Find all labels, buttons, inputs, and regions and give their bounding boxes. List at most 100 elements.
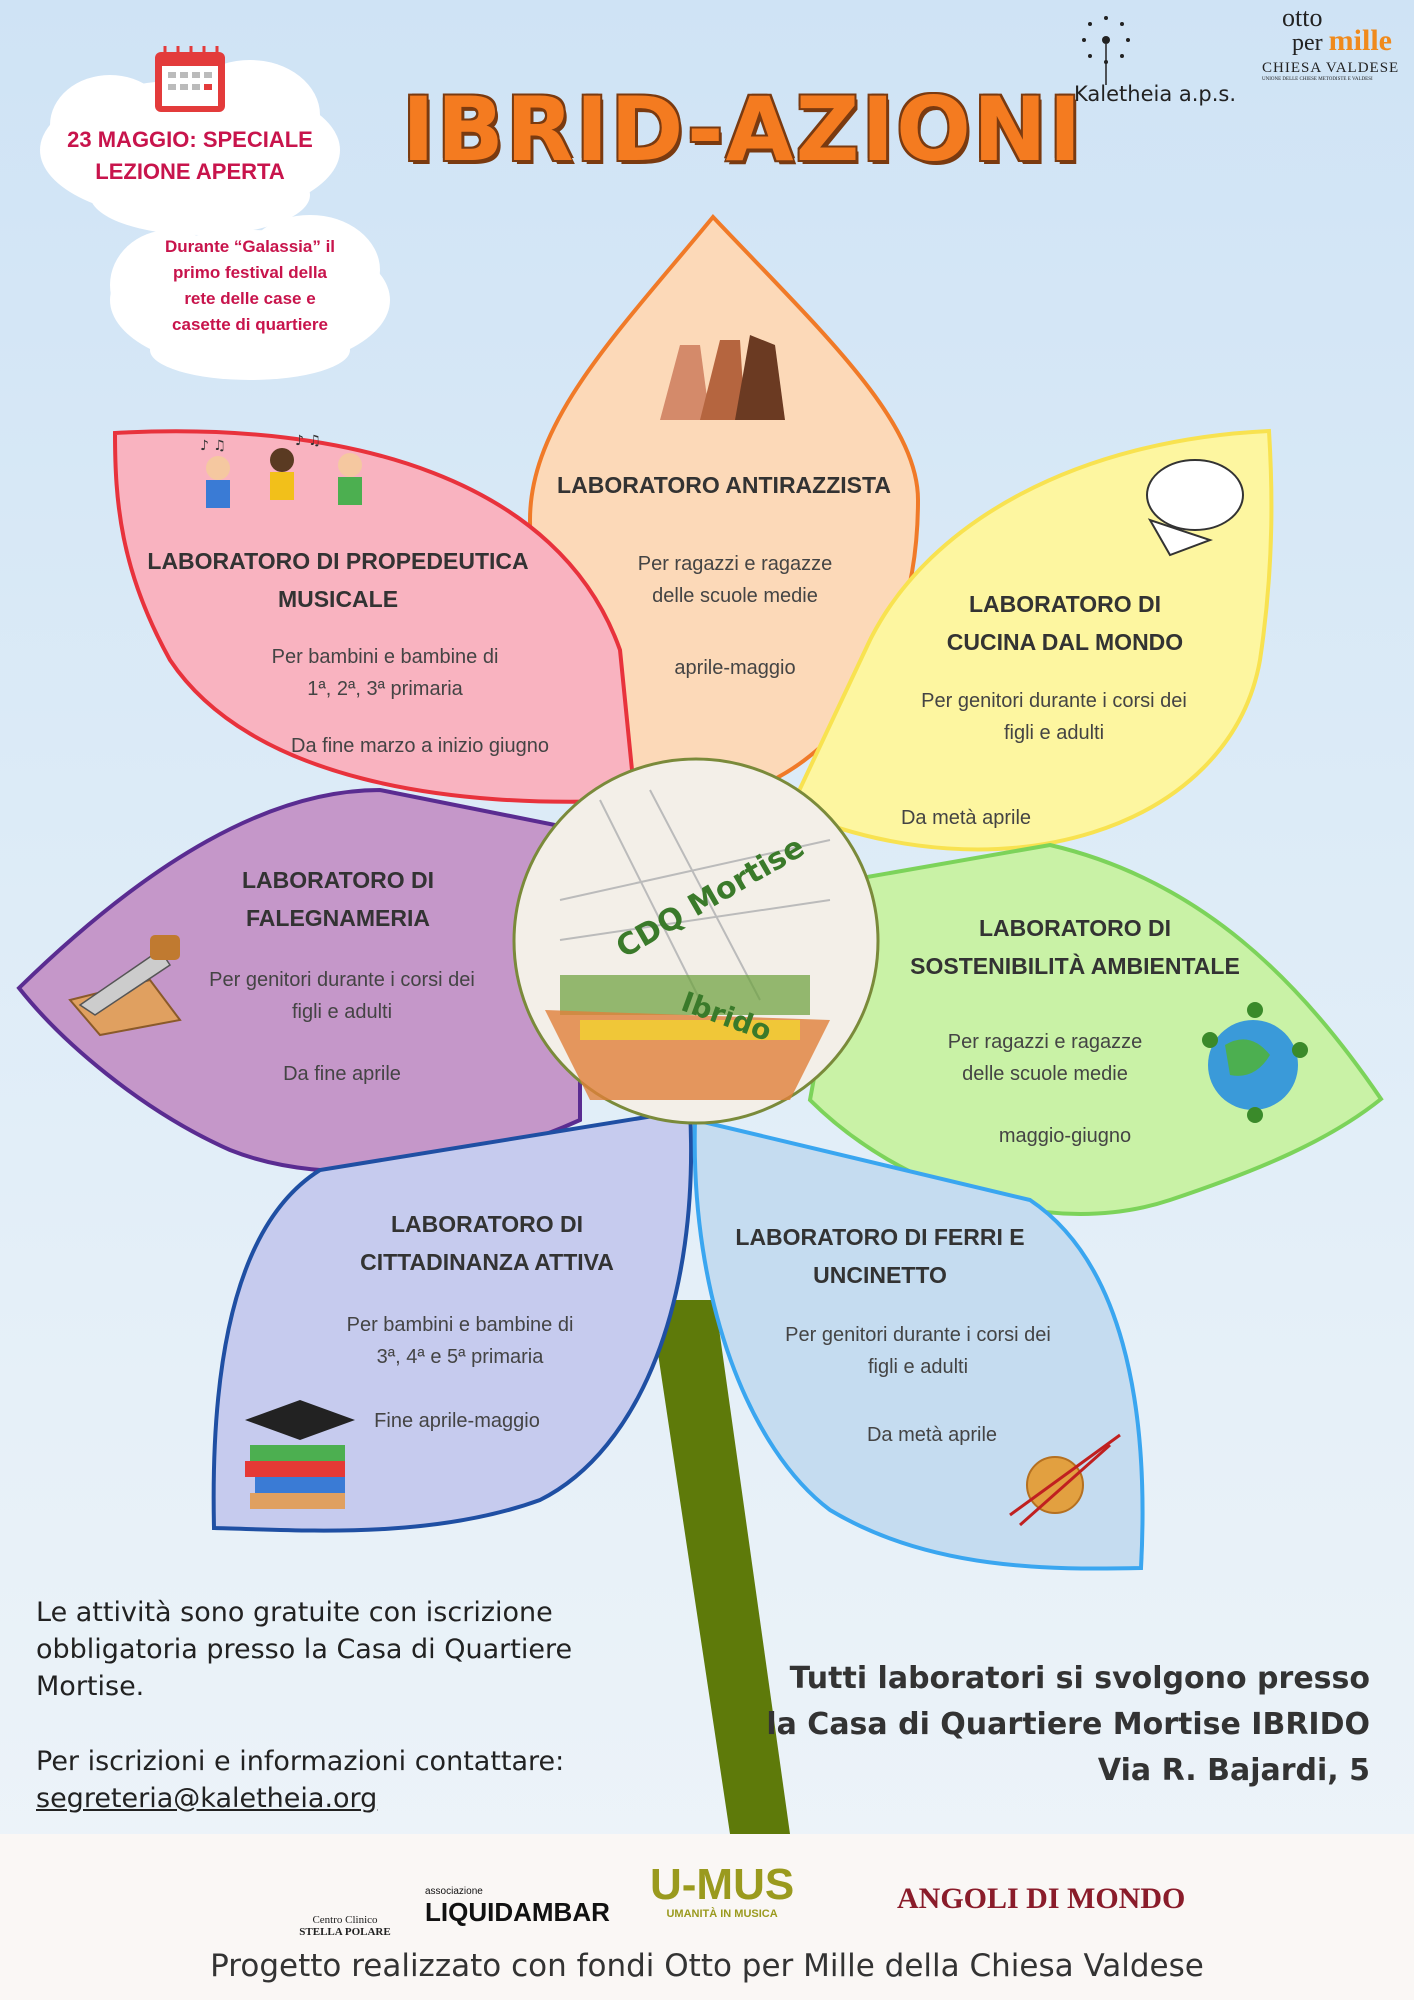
partner-liquidambar: associazione LIQUIDAMBAR	[425, 1886, 610, 1928]
yarn-needles-icon	[1009, 1433, 1121, 1527]
desc-line: figli e adulti	[1003, 722, 1105, 744]
desc-line: 1ª, 2ª, 3ª primaria	[307, 678, 463, 700]
petal-cittadinanza-date: Fine aprile-maggio	[374, 1410, 540, 1432]
event-details-line: casette di quartiere	[172, 315, 328, 334]
partner-name: associazione	[425, 1886, 483, 1897]
location-line: la Casa di Quartiere Mortise IBRIDO	[766, 1707, 1370, 1742]
svg-text:♪ ♫: ♪ ♫	[200, 438, 226, 454]
title-line: LABORATORO DI	[241, 867, 435, 893]
petal-antirazzista-desc: Per ragazzi e ragazze delle scuole medie	[638, 548, 833, 612]
event-details-line: rete delle case e	[184, 289, 316, 308]
location-line: Tutti laboratori si svolgono presso	[789, 1661, 1370, 1696]
title-line: LABORATORO DI FERRI E	[735, 1224, 1025, 1250]
petal-sostenibilita-title: LABORATORO DI SOSTENIBILITÀ AMBIENTALE	[910, 909, 1240, 985]
event-headline: 23 MAGGIO: SPECIALE LEZIONE APERTA	[60, 124, 320, 188]
desc-line: Per bambini e bambine di	[271, 646, 499, 668]
desc-line: Per ragazzi e ragazze	[637, 553, 833, 575]
desc-line: delle scuole medie	[962, 1063, 1128, 1085]
logo-otto: otto	[1282, 3, 1323, 32]
speech-cloud-2	[110, 215, 390, 380]
page-title: IBRID-AZIONI	[402, 78, 1084, 181]
kaletheia-logo-icon	[1082, 16, 1130, 85]
event-headline-line: LEZIONE APERTA	[95, 159, 285, 184]
desc-line: figli e adulti	[867, 1356, 969, 1378]
desc-line: Per genitori durante i corsi dei	[921, 690, 1187, 712]
saw-wood-icon	[68, 935, 182, 1037]
footer-caption: Progetto realizzato con fondi Otto per M…	[210, 1948, 1204, 1984]
partner-sub: STELLA POLARE	[299, 1926, 391, 1938]
speech-cloud-1	[40, 60, 340, 235]
petal-cittadinanza-desc: Per bambini e bambine di 3ª, 4ª e 5ª prim…	[347, 1309, 574, 1373]
ottopermille-logo: otto per mille CHIESA VALDESE UNIONE DEL…	[1262, 3, 1412, 83]
petal-falegnameria-desc: Per genitori durante i corsi dei figli e …	[209, 964, 475, 1028]
raised-hands-icon	[660, 335, 785, 420]
contact-label: Per iscrizioni e informazioni contattare…	[36, 1746, 565, 1777]
info-line: Le attività sono gratuite con iscrizione	[36, 1597, 553, 1628]
desc-line: 3ª, 4ª e 5ª primaria	[376, 1346, 544, 1368]
desc-line: Per ragazzi e ragazze	[947, 1031, 1143, 1053]
earth-globe-icon	[1202, 1002, 1308, 1123]
petal-musicale-desc: Per bambini e bambine di 1ª, 2ª, 3ª prima…	[272, 641, 499, 705]
partner-sub: LIQUIDAMBAR	[425, 1897, 610, 1927]
title-line: FALEGNAMERIA	[246, 905, 430, 931]
petal-musicale-title: LABORATORO DI PROPEDEUTICA MUSICALE	[147, 542, 528, 618]
partner-angoli-di-mondo: ANGOLI DI MONDO	[897, 1882, 1186, 1915]
kaletheia-logo: Kaletheia a.p.s.	[1074, 82, 1237, 106]
petal-ferri-date: Da metà aprile	[866, 1424, 998, 1446]
center-image	[512, 757, 880, 1125]
desc-line: Per genitori durante i corsi dei	[209, 969, 475, 991]
logo-unione: UNIONE DELLE CHIESE METODISTE E VALDESI	[1262, 77, 1373, 82]
partner-umus: U-MUS UMANITÀ IN MUSICA	[650, 1860, 795, 1921]
petal-antirazzista-title: LABORATORO ANTIRAZZISTA	[557, 472, 891, 498]
petal-cucina-title: LABORATORO DI CUCINA DAL MONDO	[947, 585, 1183, 661]
title-line: LABORATORO DI	[978, 915, 1172, 941]
petal-ferri	[692, 1117, 1145, 1571]
petal-musicale	[112, 429, 638, 804]
title-line: LABORATORO DI	[390, 1211, 584, 1237]
email-link[interactable]: segreteria@kaletheia.org	[36, 1783, 378, 1814]
petal-cittadinanza-title: LABORATORO DI CITTADINANZA ATTIVA	[360, 1205, 614, 1281]
event-headline-line: 23 MAGGIO: SPECIALE	[67, 127, 313, 152]
calendar-icon	[155, 46, 225, 112]
partner-stella-polare: Centro Clinico STELLA POLARE	[290, 1914, 400, 1938]
desc-line: Per genitori durante i corsi dei	[785, 1324, 1051, 1346]
petal-falegnameria-title: LABORATORO DI FALEGNAMERIA	[242, 861, 434, 937]
info-text: Le attività sono gratuite con iscrizione…	[36, 1594, 572, 1817]
petal-ferri-desc: Per genitori durante i corsi dei figli e …	[785, 1319, 1051, 1383]
desc-line: delle scuole medie	[652, 585, 818, 607]
partner-name: Centro Clinico	[312, 1914, 378, 1926]
title-line: LABORATORO DI PROPEDEUTICA	[147, 548, 529, 574]
title-line: CUCINA DAL MONDO	[946, 629, 1184, 655]
location-line: Via R. Bajardi, 5	[1097, 1753, 1370, 1788]
title-line: MUSICALE	[277, 586, 399, 612]
desc-line: Per bambini e bambine di	[346, 1314, 574, 1336]
petal-falegnameria-date: Da fine aprile	[283, 1063, 401, 1085]
books-graduation-cap-icon	[245, 1400, 355, 1509]
children-music-icon: ♪ ♫ ♪ ♫	[200, 433, 362, 508]
petal-ferri-title: LABORATORO DI FERRI E UNCINETTO	[735, 1218, 1024, 1294]
event-details: Durante “Galassia” il primo festival del…	[130, 234, 370, 338]
title-line: SOSTENIBILITÀ AMBIENTALE	[910, 953, 1240, 979]
chef-hat-icon	[1146, 459, 1244, 557]
info-line: obbligatoria presso la Casa di Quartiere	[36, 1634, 573, 1665]
event-details-line: Durante “Galassia” il	[164, 237, 336, 256]
petal-sostenibilita-desc: Per ragazzi e ragazze delle scuole medie	[948, 1026, 1143, 1090]
title-line: UNCINETTO	[813, 1262, 947, 1288]
logo-chiesa-valdese: CHIESA VALDESE	[1262, 60, 1400, 76]
partner-sub: UMANITÀ IN MUSICA	[666, 1908, 778, 1920]
partner-name: U-MUS	[650, 1860, 795, 1909]
desc-line: figli e adulti	[291, 1001, 393, 1023]
petal-cucina-desc: Per genitori durante i corsi dei figli e …	[921, 685, 1187, 749]
info-line: Mortise.	[36, 1671, 145, 1702]
event-details-line: primo festival della	[173, 263, 327, 282]
title-line: LABORATORO DI	[968, 591, 1162, 617]
logo-per: per	[1292, 30, 1323, 56]
flower-stem	[650, 1300, 790, 1834]
location-text: Tutti laboratori si svolgono presso la C…	[766, 1656, 1370, 1794]
petal-cucina	[787, 428, 1274, 852]
logo-mille: mille	[1328, 24, 1392, 57]
title-line: CITTADINANZA ATTIVA	[360, 1249, 614, 1275]
petal-antirazzista-date: aprile-maggio	[674, 657, 796, 679]
svg-text:♪ ♫: ♪ ♫	[295, 433, 321, 449]
